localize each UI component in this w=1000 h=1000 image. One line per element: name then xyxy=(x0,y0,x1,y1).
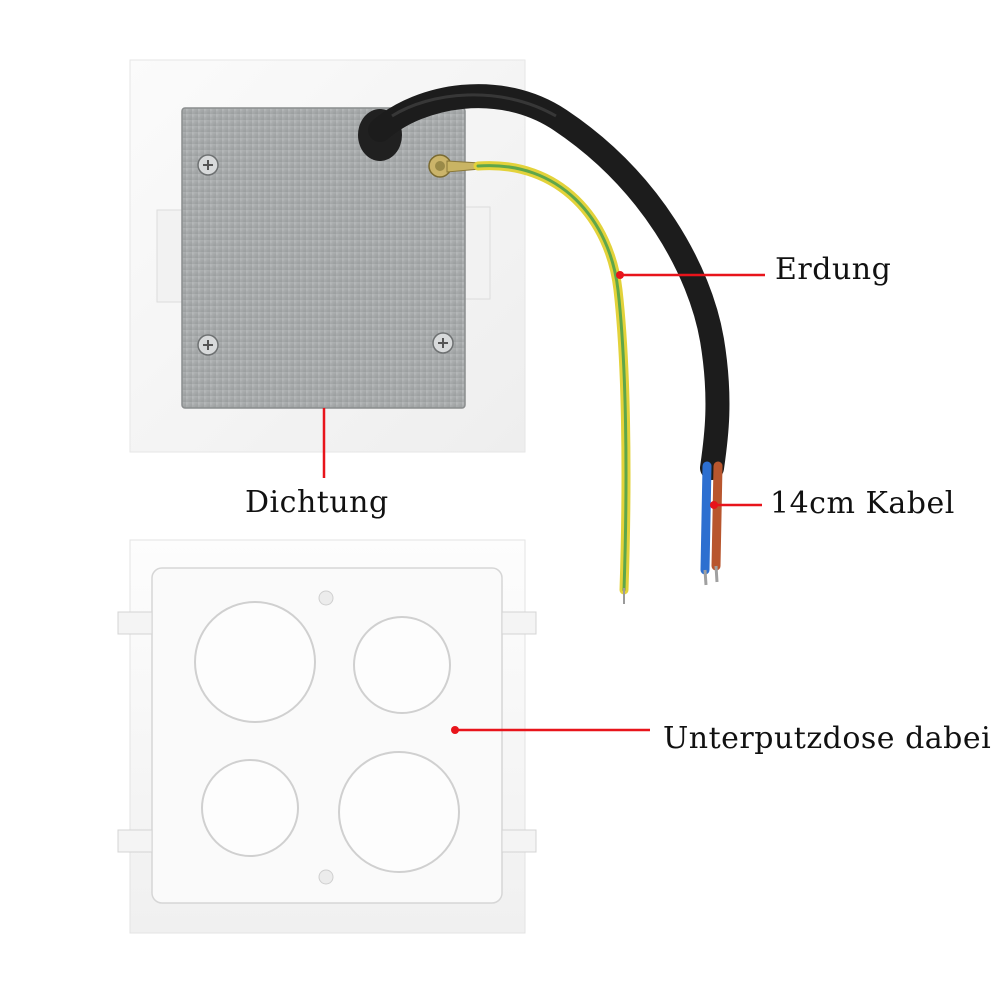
label-erdung: Erdung xyxy=(775,252,892,287)
knockout-circle xyxy=(201,759,299,857)
label-cable-length: 14cm Kabel xyxy=(770,486,955,521)
callouts xyxy=(322,271,765,734)
metal-back-plate xyxy=(181,107,466,409)
screw-icon xyxy=(197,334,219,356)
knockout-circle xyxy=(194,601,316,723)
label-flush-box: Unterputzdose dabei xyxy=(663,721,992,756)
brown-wire xyxy=(711,461,723,571)
knockout-circle xyxy=(338,751,460,873)
screw-icon xyxy=(432,332,454,354)
frame-tab-right xyxy=(462,206,491,300)
blue-wire xyxy=(700,461,712,575)
label-dichtung: Dichtung xyxy=(245,485,389,520)
flush-mount-box xyxy=(117,539,537,934)
black-cable xyxy=(368,84,730,480)
screw-icon xyxy=(197,154,219,176)
box-inner xyxy=(151,567,503,904)
knockout-circle xyxy=(353,616,451,714)
frame-tab-left xyxy=(156,209,184,303)
cables xyxy=(368,84,730,604)
frame-back-view xyxy=(129,59,526,453)
